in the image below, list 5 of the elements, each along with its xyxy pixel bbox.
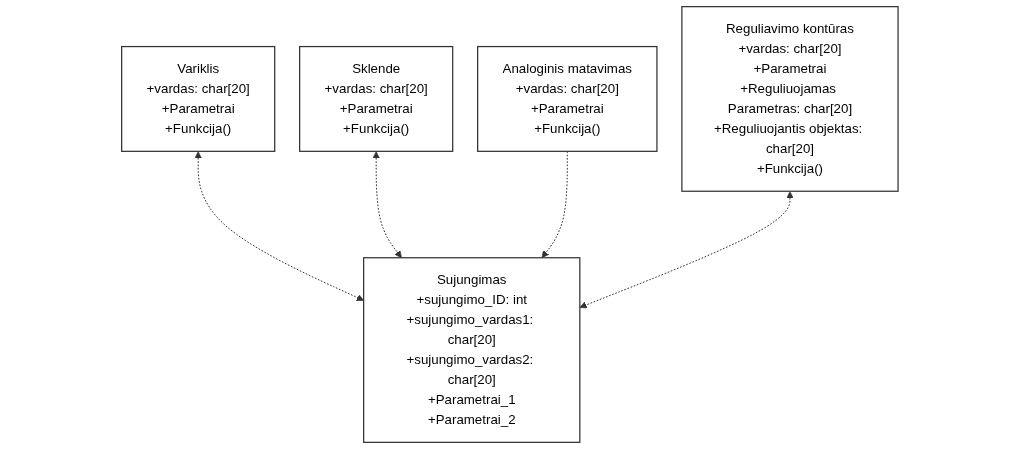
node-box: Analoginis matavimas +vardas: char[20] +Parametrai +Funkcija() (476, 45, 658, 152)
node-box: Sklende +vardas: char[20] +Parametrai +Funkcija() (298, 45, 453, 152)
node-box: Reguliavimo kontūras +vardas: char[20] +Parametrai +Reguliuojamas Parametras: char[20] +Reguliuojantis objektas: char[20] +Funkcija() (680, 6, 899, 192)
node-box: Sujungimas +sujungimo_ID: int +sujungimo_vardas1: char[20] +sujungimo_vardas2: char[20] +Parametrai_1 +Parametrai_2 (362, 257, 581, 443)
node-box: Variklis +vardas: char[20] +Parametrai +Funkcija() (120, 45, 275, 152)
